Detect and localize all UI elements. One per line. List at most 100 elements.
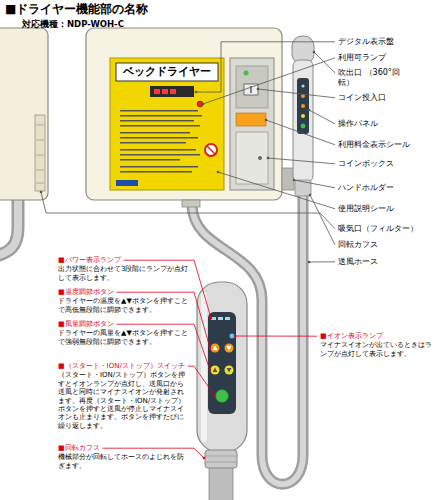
brand-name: ベックドライヤー	[116, 65, 218, 78]
main-unit-part	[120, 166, 198, 168]
leader-dot	[257, 88, 260, 91]
side-unit-part	[36, 183, 44, 184]
part-name: 使用説明シール	[338, 204, 394, 214]
main-unit-part	[86, 28, 282, 200]
leader-dot	[309, 194, 312, 197]
main-unit-part	[120, 154, 200, 156]
leader-line	[309, 261, 335, 262]
main-unit-part	[116, 180, 138, 186]
callout-text: ドライヤーの風量を▲▼ボタンを押すことで強弱無段階に調節できます。	[58, 329, 190, 346]
upper-handle-part	[301, 114, 305, 118]
enlarged-handle-part	[197, 282, 247, 452]
main-unit-part	[205, 144, 217, 156]
enlarged-handle-part	[211, 344, 220, 353]
enlarged-handle-part	[225, 317, 230, 320]
leader-dot	[313, 51, 316, 54]
main-unit-part	[120, 137, 198, 139]
leader-line	[266, 120, 335, 145]
upper-handle	[292, 36, 314, 196]
leader-dot	[267, 157, 270, 160]
enlarged-handle-part	[216, 390, 229, 403]
enlarged-handle-part	[208, 312, 236, 414]
main-unit-part	[162, 89, 168, 94]
upper-handle-part	[293, 60, 313, 182]
callout-text: 機械部分が回転してホースのよじれを防ぎます。	[58, 453, 190, 470]
callout-heading: ■風量調節ボタン	[58, 320, 114, 328]
leader-line	[196, 42, 335, 92]
leader-line	[258, 89, 335, 98]
callout-heading: ■温度調節ボタン	[58, 288, 114, 296]
main-unit-part	[120, 142, 186, 144]
leader-dot	[217, 171, 220, 174]
leader-dot	[202, 103, 205, 106]
coin-box-part	[236, 113, 266, 126]
enlarged-handle-part	[211, 366, 220, 375]
leader-dot	[40, 191, 43, 194]
side-unit-part	[36, 170, 44, 171]
main-unit-part	[170, 89, 176, 94]
part-name: コインボックス	[338, 159, 394, 169]
leader-dot	[209, 369, 212, 372]
main-unit-part	[120, 171, 192, 173]
main-unit-part	[120, 149, 196, 151]
part-name: 吸気口（フィルター）	[338, 224, 418, 234]
leader-dot	[293, 179, 296, 182]
leader-line	[203, 58, 335, 104]
coin-box-part	[244, 71, 249, 76]
main-unit-part	[207, 146, 215, 154]
main-unit-part	[116, 63, 218, 81]
enlarged-handle-part	[225, 366, 234, 375]
callout-text: （スタート・ION/ストップ）ボタンを押すとイオンランプが点灯し、送風口から送風…	[58, 371, 190, 430]
part-name: 送風ホース	[338, 257, 378, 267]
enlarged-handle-part	[227, 368, 232, 373]
air-hose-part	[192, 196, 303, 484]
air-hose-part	[192, 196, 303, 484]
leader-line	[41, 192, 335, 229]
part-name: ハンドホルダー	[338, 183, 394, 193]
side-unit-part	[0, 28, 48, 200]
coin-box-part	[236, 132, 268, 184]
enlarged-handle-part	[205, 450, 237, 468]
upper-handle-part	[301, 104, 305, 108]
upper-handle-part	[301, 124, 306, 129]
side-unit	[0, 28, 48, 256]
coin-box	[230, 58, 274, 190]
hand-holder	[282, 168, 294, 190]
main-unit-part	[120, 159, 180, 161]
leader-line	[268, 158, 335, 164]
leader-dot	[234, 335, 237, 338]
enlarged-handle-part	[205, 462, 237, 463]
page-title: ■ドライヤー機能部の名称	[5, 2, 148, 16]
leader-line	[310, 195, 335, 245]
side-unit-part	[35, 115, 45, 191]
enlarged-handle-part	[213, 346, 218, 351]
side-unit-part	[0, 200, 18, 256]
part-name: 回転カフス	[338, 240, 378, 250]
enlarged-handle-part	[201, 292, 207, 442]
leader-dot	[195, 91, 198, 94]
side-unit-part	[36, 155, 44, 156]
leader-dot	[214, 395, 217, 398]
leader-line	[188, 366, 215, 396]
leader-dot	[203, 457, 206, 460]
main-unit-part	[150, 86, 194, 97]
part-name: デジタル表示盤	[338, 37, 394, 47]
callout-heading: ■（スタート・ION/ストップ）スイッチ	[58, 362, 185, 370]
side-unit-part	[36, 140, 44, 141]
main-unit-part	[120, 132, 190, 134]
part-name: 利用可ランプ	[338, 53, 386, 63]
part-name: 操作パネル	[338, 119, 378, 129]
leader-dot	[209, 347, 212, 350]
upper-handle-part	[297, 78, 309, 134]
leader-dot	[265, 119, 268, 122]
main-unit-part	[120, 115, 202, 117]
callout-heading: ■イオン表示ランプ	[320, 332, 383, 340]
callout-heading: ■回転カフス	[58, 444, 100, 452]
callout-text: マイナスイオンが出ているときはランプが点灯して表示します。	[320, 341, 432, 358]
part-name: 利用料金表示シール	[338, 140, 410, 150]
main-unit-part	[120, 120, 194, 122]
main-unit-part	[154, 89, 160, 94]
hand-holder-part	[282, 168, 294, 190]
